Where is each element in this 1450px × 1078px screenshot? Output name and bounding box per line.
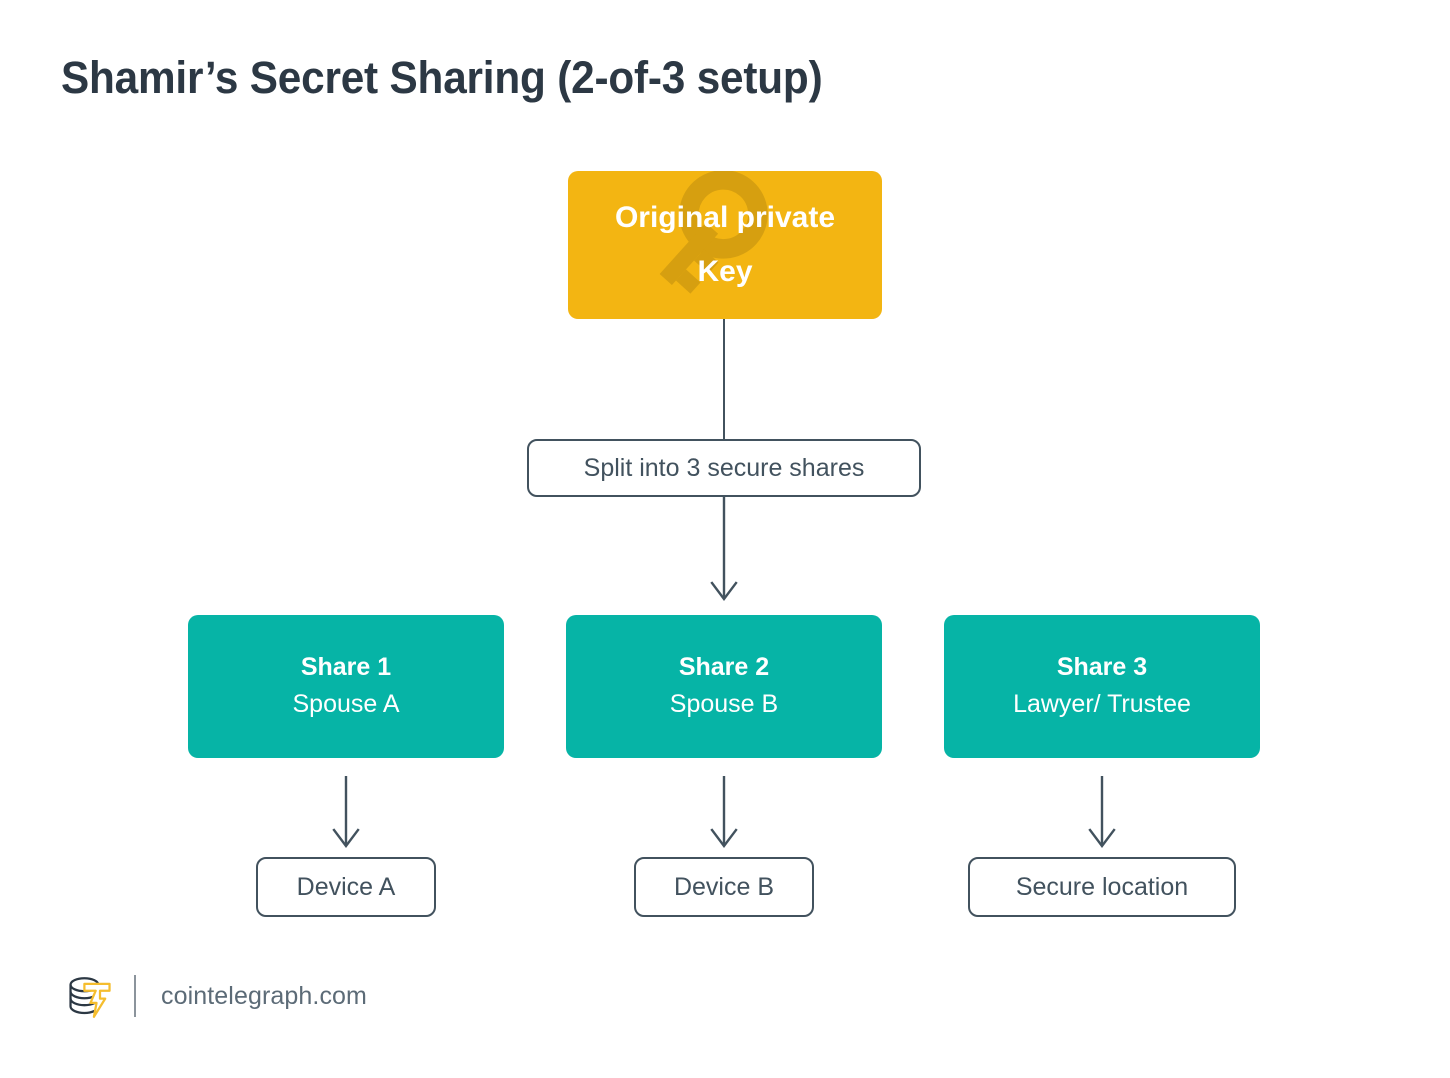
label-split-into-shares[interactable]: Split into 3 secure shares bbox=[527, 439, 921, 497]
node-share-1[interactable]: Share 1 Spouse A bbox=[188, 615, 504, 758]
cointelegraph-coins-logo-icon bbox=[69, 977, 111, 1018]
share-3-title: Share 3 bbox=[1056, 652, 1148, 681]
footer-divider bbox=[134, 975, 136, 1017]
node-share-2[interactable]: Share 2 Spouse B bbox=[566, 615, 882, 758]
share-1-title: Share 1 bbox=[300, 652, 392, 681]
connector-root-to-split bbox=[723, 319, 725, 439]
connector-share1-to-device-a bbox=[332, 776, 360, 848]
connector-split-to-share2 bbox=[710, 495, 738, 601]
secure-location-label: Secure location bbox=[1015, 872, 1189, 901]
node-key-label-line2: Key bbox=[697, 255, 753, 288]
footer: cointelegraph.com bbox=[61, 966, 367, 1026]
share-2-title: Share 2 bbox=[678, 652, 770, 681]
device-b-label: Device B bbox=[673, 872, 775, 901]
share-2-subtitle: Spouse B bbox=[669, 689, 779, 718]
footer-brand: cointelegraph.com bbox=[161, 981, 367, 1010]
label-split-text: Split into 3 secure shares bbox=[583, 453, 865, 482]
node-key-label: Original private Key bbox=[568, 191, 882, 299]
node-secure-location[interactable]: Secure location bbox=[968, 857, 1236, 917]
page-title: Shamir’s Secret Sharing (2-of-3 setup) bbox=[61, 52, 823, 103]
connector-share2-to-device-b bbox=[710, 776, 738, 848]
node-device-b[interactable]: Device B bbox=[634, 857, 814, 917]
node-original-private-key[interactable]: Original private Key bbox=[568, 171, 882, 319]
node-share-3[interactable]: Share 3 Lawyer/ Trustee bbox=[944, 615, 1260, 758]
node-key-label-line1: Original private bbox=[614, 201, 836, 234]
share-3-subtitle: Lawyer/ Trustee bbox=[1013, 689, 1191, 718]
device-a-label: Device A bbox=[296, 872, 396, 901]
node-device-a[interactable]: Device A bbox=[256, 857, 436, 917]
share-1-subtitle: Spouse A bbox=[292, 689, 400, 718]
connector-share3-to-secure-location bbox=[1088, 776, 1116, 848]
